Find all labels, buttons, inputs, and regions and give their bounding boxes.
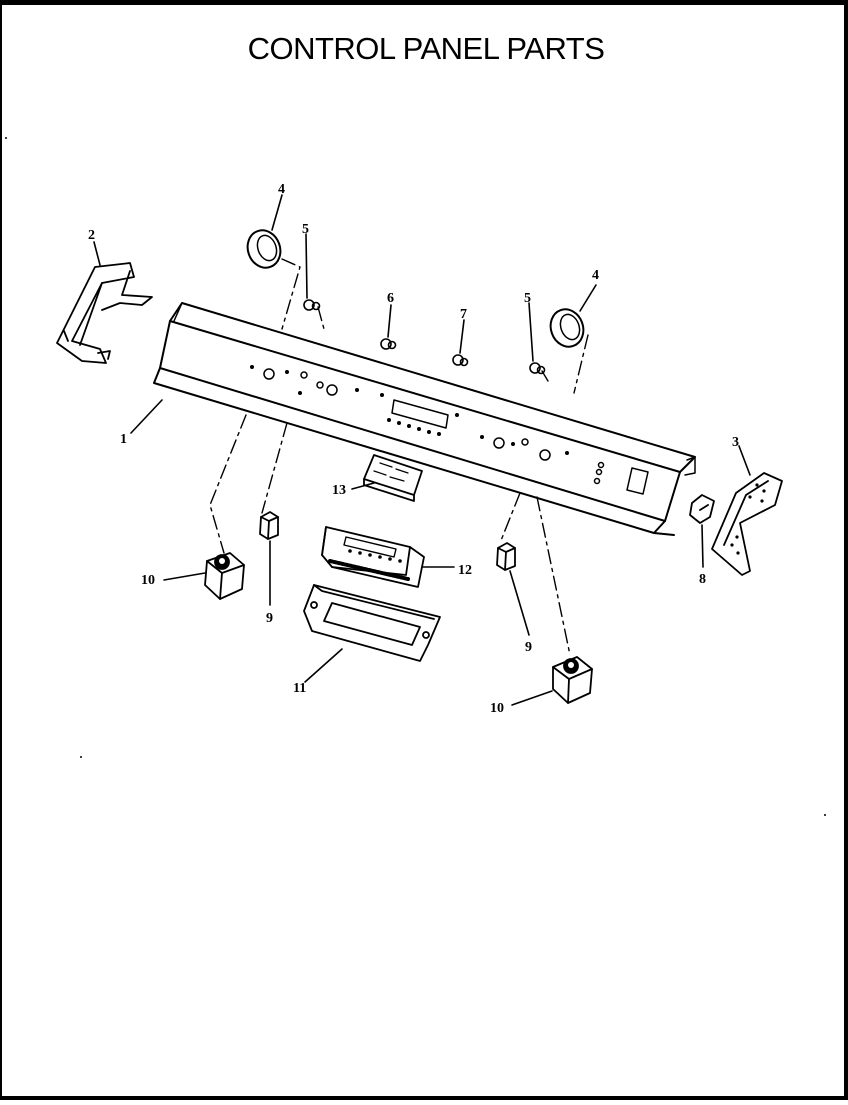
part-12-control-module (321, 526, 425, 588)
exploded-parts-diagram: 1 2 3 4 4 5 5 6 7 8 9 9 10 10 11 12 13 (5, 137, 826, 816)
part-1-control-panel (153, 302, 696, 536)
callout-5-right: 5 (524, 291, 531, 306)
part-9-bushing-left (259, 511, 279, 540)
leader-lines (93, 194, 751, 706)
callout-7: 7 (460, 307, 467, 322)
assembly-lines (209, 258, 589, 656)
callout-4-right: 4 (592, 268, 599, 283)
scan-specks (5, 137, 826, 816)
callout-11: 11 (293, 681, 306, 696)
callout-12: 12 (458, 563, 472, 578)
callout-2: 2 (88, 228, 95, 243)
callout-13: 13 (332, 483, 346, 498)
part-7-screw (452, 354, 469, 367)
callout-labels: 1 2 3 4 4 5 5 6 7 8 9 9 10 10 11 12 13 (88, 182, 739, 716)
callout-1: 1 (120, 432, 127, 447)
part-8-switch (689, 494, 715, 524)
part-5-clip-left (303, 299, 321, 311)
part-4-lens-left (246, 229, 282, 269)
callout-9-left: 9 (266, 611, 273, 626)
part-2-left-bracket (56, 262, 153, 364)
part-11-mounting-bracket (303, 584, 441, 662)
part-3-right-bracket (711, 472, 783, 576)
part-13-keypad (363, 454, 423, 502)
callout-6: 6 (387, 291, 394, 306)
page-title: CONTROL PANEL PARTS (247, 31, 605, 66)
callout-9-right: 9 (525, 640, 532, 655)
part-4-lens-right (549, 308, 585, 348)
callout-4-left: 4 (278, 182, 285, 197)
callout-3: 3 (732, 435, 739, 450)
part-9-bushing-right (496, 542, 516, 571)
part-5-clip-right (529, 362, 546, 375)
part-10-knob-left (204, 552, 245, 600)
part-10-knob-right (552, 656, 593, 704)
part-6-screw (380, 338, 397, 350)
callout-5-left: 5 (302, 222, 309, 237)
callout-10-left: 10 (141, 573, 155, 588)
callout-10-right: 10 (490, 701, 504, 716)
callout-8: 8 (699, 572, 706, 587)
